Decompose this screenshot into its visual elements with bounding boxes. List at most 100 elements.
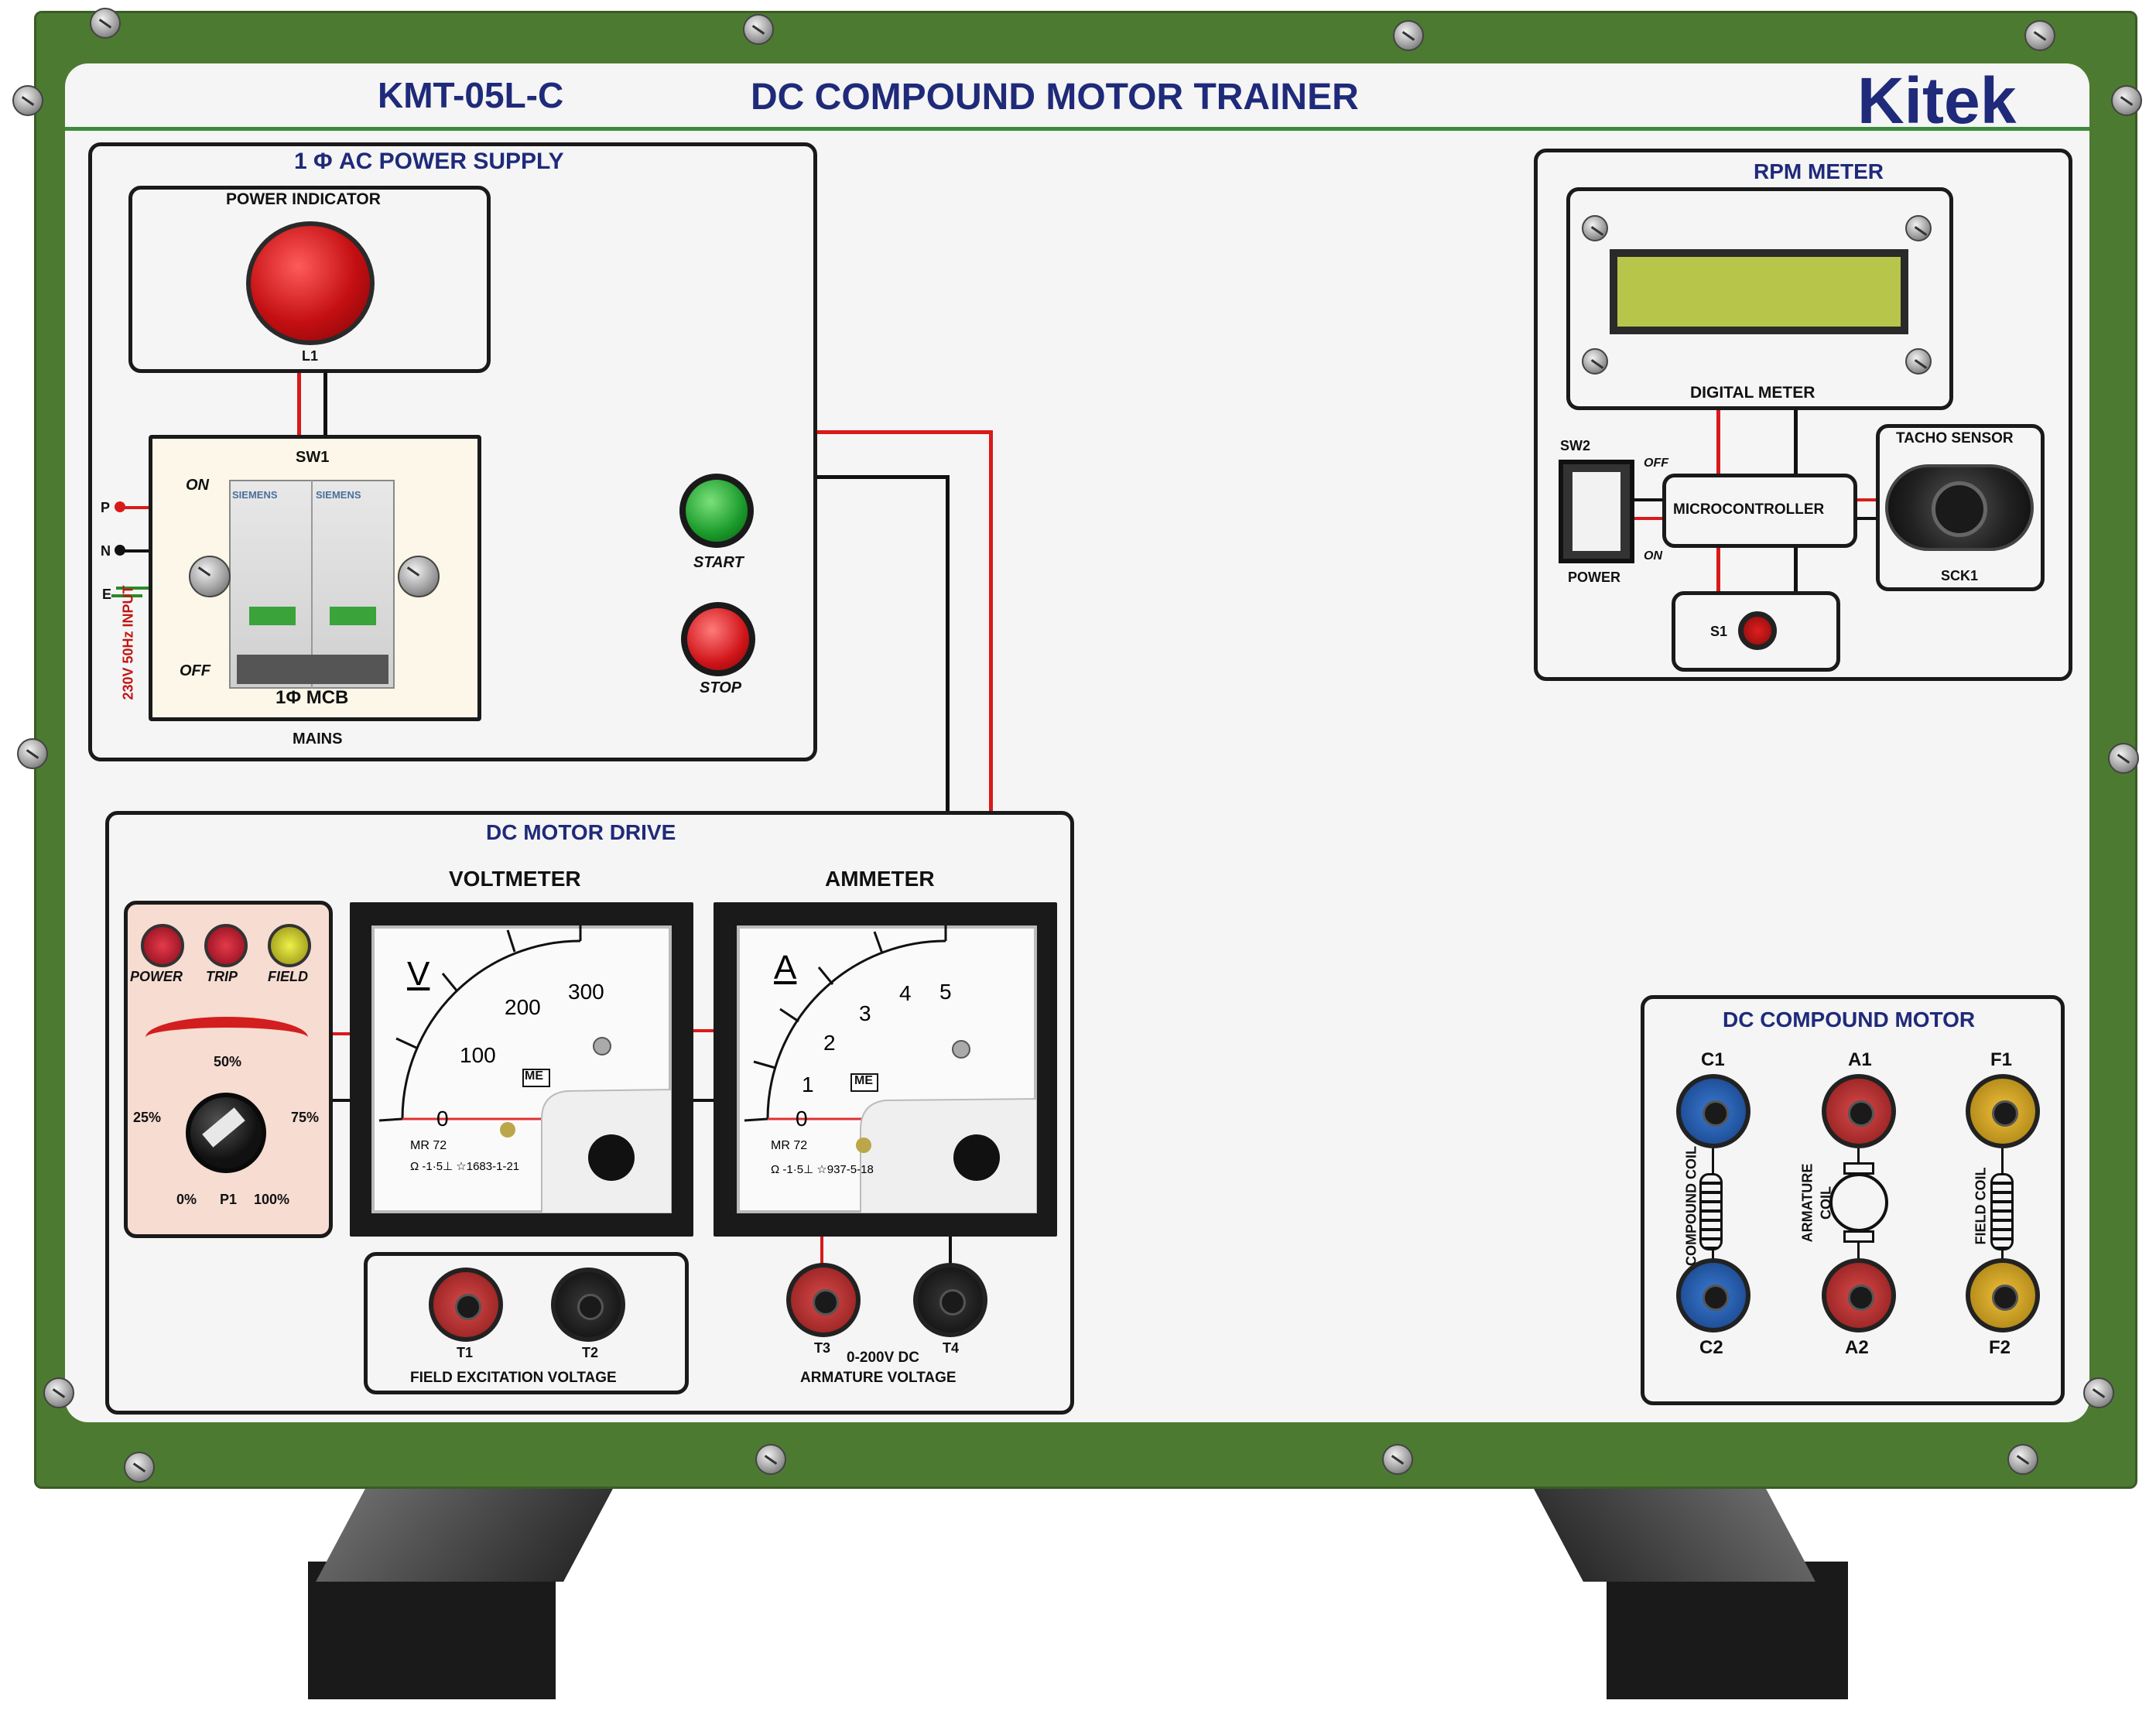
terminal-t4[interactable] [913, 1263, 987, 1337]
microcontroller-box [1662, 474, 1857, 548]
voltmeter-tick: 300 [568, 980, 604, 1004]
wire [333, 1099, 356, 1102]
field-coil-label: FIELD COIL [1973, 1167, 1989, 1245]
wire [820, 1237, 823, 1269]
wire [989, 430, 993, 811]
terminal-f1[interactable] [1966, 1074, 2040, 1148]
terminal-a2[interactable] [1822, 1258, 1896, 1333]
rpm-meter-panel [1534, 149, 2072, 681]
start-button[interactable] [679, 474, 754, 548]
power-led [141, 924, 184, 967]
switch-off-label: OFF [1644, 457, 1668, 470]
ammeter-label: AMMETER [825, 867, 935, 891]
a2-label: A2 [1845, 1337, 1869, 1358]
ammeter-unit: A [774, 949, 797, 987]
voltmeter-unit: V [407, 955, 430, 993]
stand-right [1607, 1562, 1848, 1699]
screw-icon [12, 85, 43, 116]
wire [1794, 410, 1798, 475]
trip-led [204, 924, 248, 967]
rpm-meter-title: RPM METER [1754, 159, 1884, 183]
dc-compound-motor-panel [1641, 995, 2065, 1405]
terminal-c2[interactable] [1676, 1258, 1750, 1333]
field-coil-icon [1990, 1173, 2014, 1250]
terminal-t1[interactable] [429, 1268, 503, 1342]
pot-0-label: 0% [176, 1192, 197, 1207]
wire [118, 549, 149, 553]
mcb-lever[interactable] [330, 607, 376, 625]
mcb-lever[interactable] [249, 607, 296, 625]
armature-coil-label: ARMATURE [1799, 1163, 1815, 1243]
pot-50-label: 50% [214, 1054, 242, 1069]
voltmeter-tick: 100 [460, 1043, 496, 1067]
terminal-t3[interactable] [786, 1263, 861, 1337]
screw-icon [1582, 348, 1608, 375]
socket-core [1932, 481, 1987, 537]
armature-brush [1843, 1230, 1874, 1243]
wire [946, 475, 950, 811]
mcb-divider [311, 480, 313, 689]
stand-right-rail [1534, 1489, 1815, 1582]
ac-power-supply-title: 1 Φ AC POWER SUPPLY [294, 149, 564, 174]
armature-voltage-label: ARMATURE VOLTAGE [800, 1370, 957, 1386]
stop-label: STOP [700, 679, 742, 696]
terminal-a1[interactable] [1822, 1074, 1896, 1148]
ammeter-model: MR 72 [771, 1139, 808, 1152]
screw-icon [755, 1444, 786, 1475]
wire [333, 1032, 356, 1035]
s1-box [1672, 591, 1840, 672]
mcb-off-label: OFF [180, 662, 210, 679]
screw-icon [1393, 20, 1424, 51]
voltmeter-model: MR 72 [410, 1139, 447, 1152]
power-indicator-label: POWER INDICATOR [226, 190, 381, 208]
screw-icon [2024, 20, 2055, 51]
terminal-c1[interactable] [1676, 1074, 1750, 1148]
t1-label: T1 [457, 1345, 474, 1360]
screw-icon [189, 556, 231, 597]
s1-button[interactable] [1738, 611, 1777, 650]
t3-label: T3 [814, 1340, 831, 1356]
field-excitation-box [364, 1252, 689, 1394]
screw-icon [2108, 743, 2139, 774]
ammeter-brand: ME [854, 1074, 873, 1087]
f1-label: F1 [1990, 1049, 2013, 1070]
screw-icon [1582, 215, 1608, 241]
voltmeter-scale [378, 925, 672, 1213]
mains-label: MAINS [293, 730, 343, 748]
t4-label: T4 [943, 1340, 960, 1356]
pot-25-label: 25% [133, 1110, 162, 1125]
stop-button[interactable] [681, 602, 755, 676]
terminal-t2[interactable] [551, 1268, 625, 1342]
screw-icon [2007, 1444, 2038, 1475]
ammeter-tick: 1 [802, 1073, 814, 1096]
tacho-sensor-box [1876, 424, 2045, 591]
voltmeter-tick: 0 [436, 1107, 449, 1131]
digital-meter-label: DIGITAL METER [1690, 384, 1815, 402]
screw-icon [743, 14, 774, 45]
mcb-brand: SIEMENS [232, 489, 278, 501]
dc-compound-motor-title: DC COMPOUND MOTOR [1723, 1008, 1976, 1031]
armature-brush [1843, 1162, 1874, 1175]
mcb-on-label: ON [186, 477, 209, 494]
wire [1634, 517, 1664, 520]
voltmeter-brand: ME [525, 1069, 543, 1083]
led-label: FIELD [268, 969, 308, 984]
ammeter-tick: 0 [796, 1107, 808, 1131]
mcb-handle [237, 655, 388, 684]
t2-label: T2 [582, 1345, 599, 1360]
wire [1716, 548, 1720, 591]
wire [817, 475, 949, 479]
armature-range-label: 0-200V DC [847, 1350, 919, 1366]
screw-icon [1382, 1444, 1413, 1475]
field-excitation-label: FIELD EXCITATION VOLTAGE [410, 1370, 617, 1386]
model-number: KMT-05L-C [378, 75, 564, 115]
screw-icon [398, 556, 440, 597]
brand-logo: Kitek [1857, 64, 2017, 137]
wire [323, 373, 327, 435]
terminal-f2[interactable] [1966, 1258, 2040, 1333]
screw-icon [90, 8, 121, 39]
mcb-id: SW1 [296, 449, 330, 466]
neutral-label: N [101, 543, 111, 559]
c1-label: C1 [1701, 1049, 1725, 1070]
wire [118, 506, 149, 509]
